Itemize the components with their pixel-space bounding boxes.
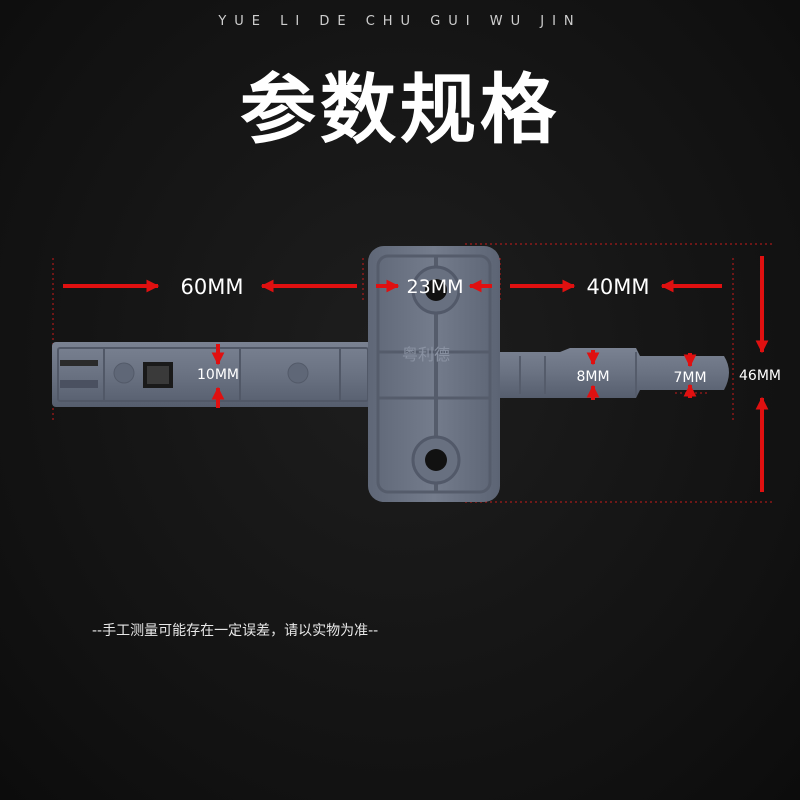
measurement-note: --手工测量可能存在一定误差，请以实物为准--: [92, 623, 379, 639]
dim-arm-thickness: 10MM: [197, 367, 239, 383]
hinge-part: 粤利德: [52, 246, 729, 502]
long-arm: [52, 342, 374, 407]
screw-hole-top: [425, 279, 447, 301]
pin: [490, 348, 729, 398]
brand-text: YUE LI DE CHU GUI WU JIN: [218, 14, 582, 29]
dim-overall-height: 46MM: [739, 368, 781, 384]
page-title: 参数规格: [240, 65, 560, 154]
dim-plate-width: 23MM: [407, 276, 464, 298]
dim-length-left: 60MM: [181, 275, 244, 299]
dim-tip-thickness: 7MM: [673, 370, 706, 386]
dim-pin-thickness: 8MM: [576, 369, 609, 385]
dim-length-right: 40MM: [587, 275, 650, 299]
product-watermark: 粤利德: [402, 345, 450, 364]
screw-hole-bottom: [425, 449, 447, 471]
dimension-arrows: [63, 256, 769, 492]
